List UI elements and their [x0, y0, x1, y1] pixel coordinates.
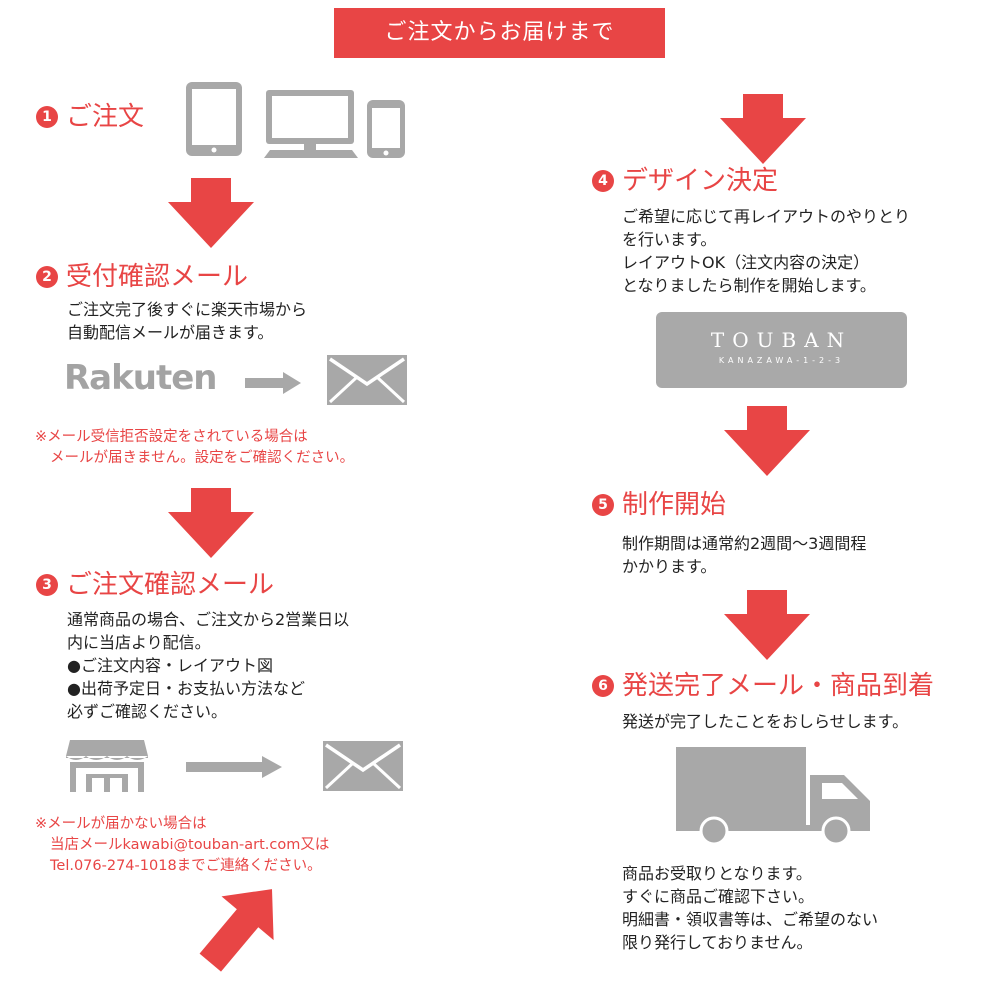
touban-logo-subtext: KANAZAWA-1-2-3 [718, 356, 845, 365]
down-arrow-icon [168, 488, 254, 558]
smartphone-icon [367, 100, 405, 158]
step-6-label: 発送完了メール・商品到着 [622, 671, 935, 701]
down-arrow-icon [168, 178, 254, 248]
step-3-number-badge: 3 [36, 574, 58, 596]
step-2-description: ご注文完了後すぐに楽天市場から 自動配信メールが届きます。 [67, 298, 307, 344]
step-3-note: ※メールが届かない場合は 当店メールkawabi@touban-art.com又… [35, 814, 329, 877]
step-5-line: 制作期間は通常約2週間〜3週間程 [622, 534, 867, 553]
step-4-line: となりましたら制作を開始します。 [622, 276, 876, 295]
step-3-line: ●出荷予定日・お支払い方法など [67, 679, 305, 698]
step-6-description: 発送が完了したことをおしらせします。 [622, 710, 908, 733]
step-5-label: 制作開始 [622, 490, 727, 520]
desktop-monitor-icon [264, 90, 358, 158]
step-4-line: を行います。 [622, 230, 717, 249]
step-5-number-badge: 5 [592, 494, 614, 516]
step-6-after-line: 明細書・領収書等は、ご希望のない [622, 910, 879, 929]
step-1-label: ご注文 [66, 102, 145, 132]
step-4-title: 4 デザイン決定 [592, 168, 778, 194]
step-3-description: 通常商品の場合、ご注文から2営業日以 内に当店より配信。 ●ご注文内容・レイアウ… [67, 608, 349, 723]
step-3-line: ●ご注文内容・レイアウト図 [67, 656, 273, 675]
right-arrow-icon [186, 756, 282, 778]
step-3-title: 3 ご注文確認メール [36, 572, 274, 598]
step-6-line: 発送が完了したことをおしらせします。 [622, 712, 909, 731]
step-2-note-line: ※メール受信拒否設定をされている場合は [35, 429, 308, 445]
step-3-line: 通常商品の場合、ご注文から2営業日以 [67, 610, 350, 629]
step-1-title: 1 ご注文 [36, 104, 144, 130]
step-2-number-badge: 2 [36, 266, 58, 288]
tablet-icon [186, 82, 242, 156]
step-2-line: 自動配信メールが届きます。 [67, 323, 274, 342]
step-3-note-line: Tel.076-274-1018までご連絡ください。 [50, 858, 322, 874]
touban-logo-text: TOUBAN [710, 328, 853, 352]
step-6-after-description: 商品お受取りとなります。 すぐに商品ご確認下さい。 明細書・領収書等は、ご希望の… [622, 862, 878, 954]
down-arrow-icon [724, 406, 810, 476]
step-5-line: かかります。 [622, 557, 717, 576]
step-3-line: 内に当店より配信。 [67, 633, 211, 652]
step-4-line: ご希望に応じて再レイアウトのやりとり [622, 207, 911, 226]
shop-storefront-icon [66, 740, 148, 792]
step-3-note-line: ※メールが届かない場合は [35, 816, 207, 832]
step-2-title: 2 受付確認メール [36, 264, 248, 290]
step-2-note: ※メール受信拒否設定をされている場合は メールが届きません。設定をご確認ください… [35, 427, 354, 469]
step-3-line: 必ずご確認ください。 [67, 702, 228, 721]
step-6-after-line: 商品お受取りとなります。 [622, 864, 812, 883]
delivery-truck-icon [676, 747, 870, 845]
step-2-line: ご注文完了後すぐに楽天市場から [67, 300, 308, 319]
step-2-note-line: メールが届きません。設定をご確認ください。 [50, 450, 355, 466]
touban-logo-card: TOUBAN KANAZAWA-1-2-3 [656, 312, 907, 388]
diagonal-arrow-icon [199, 889, 274, 972]
page-header-banner: ご注文からお届けまで [334, 8, 665, 58]
step-1-number-badge: 1 [36, 106, 58, 128]
step-3-label: ご注文確認メール [66, 570, 275, 600]
step-4-description: ご希望に応じて再レイアウトのやりとり を行います。 レイアウトOK（注文内容の決… [622, 205, 910, 297]
step-6-number-badge: 6 [592, 675, 614, 697]
right-arrow-icon [245, 372, 301, 394]
step-6-after-line: すぐに商品ご確認下さい。 [622, 887, 815, 906]
step-3-note-line: 当店メールkawabi@touban-art.com又は [50, 837, 330, 853]
step-6-after-line: 限り発行しておりません。 [622, 933, 813, 952]
mail-envelope-icon [323, 741, 403, 791]
mail-envelope-icon [327, 355, 407, 405]
step-5-description: 制作期間は通常約2週間〜3週間程 かかります。 [622, 532, 866, 578]
step-2-label: 受付確認メール [66, 262, 249, 292]
step-4-number-badge: 4 [592, 170, 614, 192]
step-5-title: 5 制作開始 [592, 492, 726, 518]
step-4-line: レイアウトOK（注文内容の決定） [622, 253, 870, 272]
step-6-title: 6 発送完了メール・商品到着 [592, 673, 934, 699]
down-arrow-icon [724, 590, 810, 660]
rakuten-logo: Rakuten [64, 358, 217, 398]
step-4-label: デザイン決定 [622, 166, 779, 196]
down-arrow-icon [720, 94, 806, 164]
